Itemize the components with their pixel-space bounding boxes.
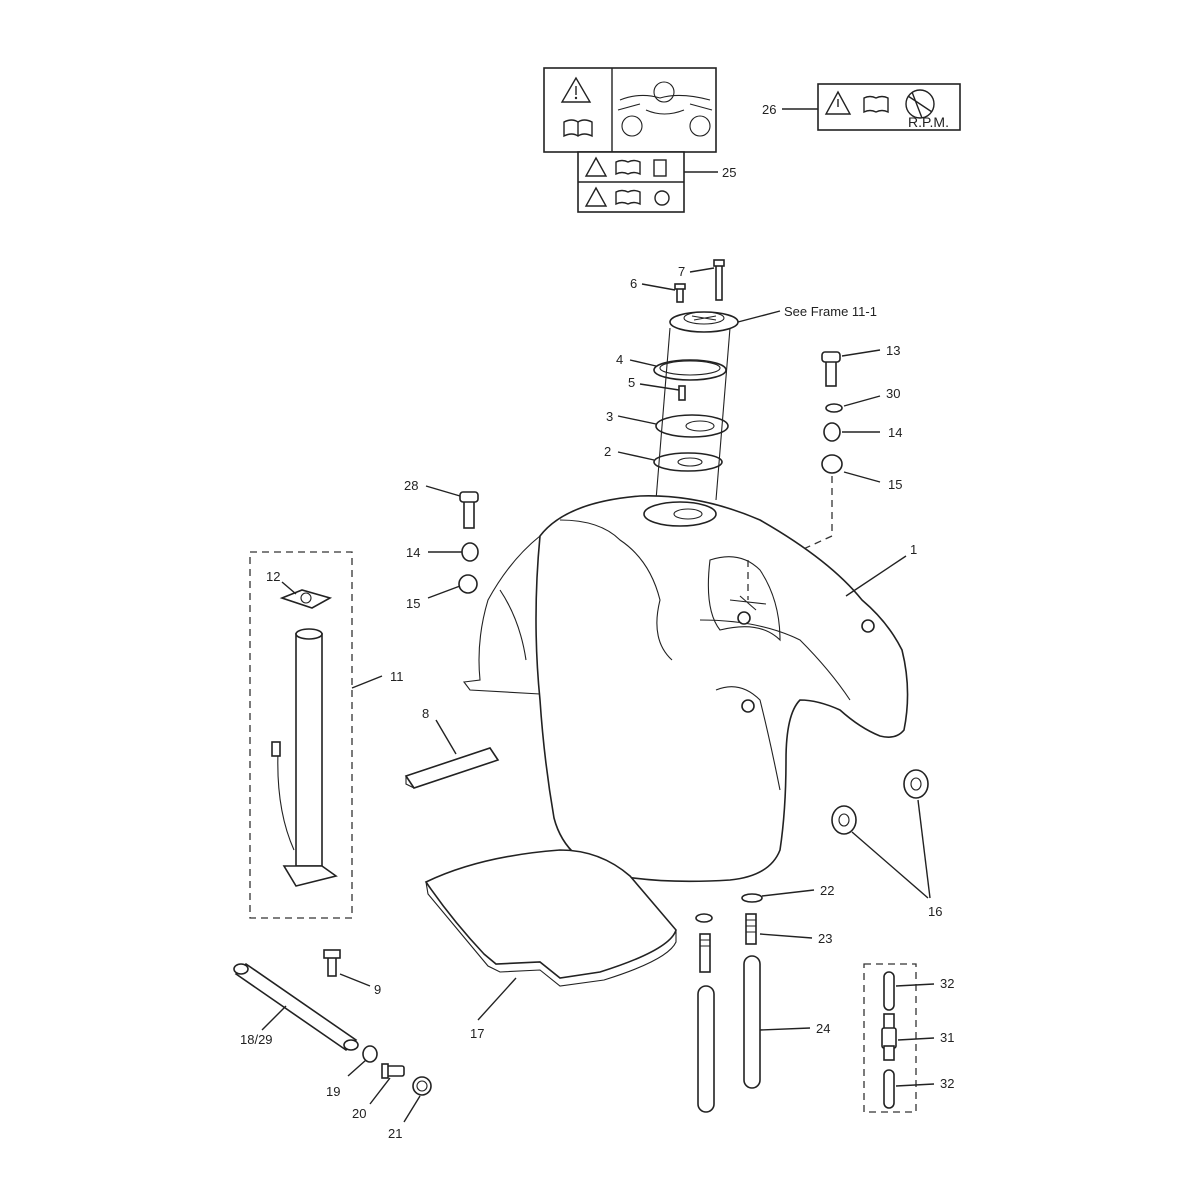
callout-25: 25 (722, 165, 736, 180)
callout-3: 3 (606, 409, 613, 424)
filler-cap-assembly (653, 259, 739, 501)
left-mount-hardware (458, 491, 479, 594)
callout-32-bottom: 32 (940, 1076, 954, 1091)
leader-9 (339, 973, 371, 987)
fittings-19-20-21 (362, 1045, 432, 1096)
leader-28 (425, 485, 461, 497)
dashed-guide-right (787, 476, 833, 557)
callout-31: 31 (940, 1030, 954, 1045)
leader-30 (843, 395, 881, 407)
warning-decal-25 (577, 151, 685, 213)
callout-13: 13 (886, 343, 900, 358)
right-mount-hardware (821, 351, 843, 474)
pad-8 (404, 747, 500, 789)
callout-1: 1 (910, 542, 917, 557)
callout-24: 24 (816, 1021, 830, 1036)
callout-15-left: 15 (406, 596, 420, 611)
callout-23: 23 (818, 931, 832, 946)
fuel-pump-tube (271, 589, 338, 887)
leader-24 (759, 1027, 811, 1031)
motorcycle-rider-icon (617, 81, 713, 137)
leader-32-bottom (895, 1083, 935, 1087)
callout-14-right: 14 (888, 425, 902, 440)
leader-7 (689, 267, 715, 273)
warning-decal-26: R.P.M. (817, 83, 961, 131)
callout-30: 30 (886, 386, 900, 401)
leader-see-frame (737, 310, 781, 323)
callout-16: 16 (928, 904, 942, 919)
callout-20: 20 (352, 1106, 366, 1121)
callout-17: 17 (470, 1026, 484, 1041)
leader-19 (347, 1059, 367, 1077)
leader-32-top (895, 983, 935, 987)
see-frame-note: See Frame 11-1 (784, 304, 877, 319)
leader-2 (617, 451, 655, 461)
warning-triangle-icon (560, 76, 592, 103)
leader-20 (369, 1077, 391, 1105)
leader-8 (435, 719, 457, 755)
callout-9: 9 (374, 982, 381, 997)
callout-21: 21 (388, 1126, 402, 1141)
callout-8: 8 (422, 706, 429, 721)
fuel-hose (233, 962, 359, 1052)
callout-22: 22 (820, 883, 834, 898)
callout-11: 11 (390, 669, 404, 684)
callout-14-left: 14 (406, 545, 420, 560)
leader-16a (851, 831, 929, 899)
leader-31 (897, 1037, 935, 1041)
pin-kit-box (863, 963, 917, 1113)
callout-15-right: 15 (888, 477, 902, 492)
leader-21 (403, 1095, 421, 1123)
leader-1 (845, 555, 907, 597)
leader-16b (917, 799, 931, 899)
rpm-label: R.P.M. (908, 114, 949, 130)
leader-22 (761, 889, 815, 897)
callout-7: 7 (678, 264, 685, 279)
leader-18-29 (261, 1005, 287, 1031)
callout-18-29: 18/29 (240, 1032, 273, 1047)
leader-13 (841, 349, 881, 357)
drain-tubes (695, 893, 763, 1113)
screw-9 (323, 949, 341, 977)
heat-shield-pad (424, 849, 677, 987)
callout-19: 19 (326, 1084, 340, 1099)
callout-26: 26 (762, 102, 776, 117)
callout-28: 28 (404, 478, 418, 493)
leader-6 (641, 283, 676, 291)
pin-kit (881, 971, 897, 1109)
fuel-tank (462, 495, 909, 883)
leader-11 (351, 675, 383, 689)
leader-3 (617, 415, 657, 425)
callout-12: 12 (266, 569, 280, 584)
leader-12 (281, 581, 297, 595)
callout-6: 6 (630, 276, 637, 291)
leader-15-left (427, 585, 461, 599)
callout-4: 4 (616, 352, 623, 367)
leader-4 (629, 359, 657, 367)
washers-16 (831, 769, 929, 835)
leader-17 (477, 977, 517, 1021)
leader-23 (759, 933, 813, 939)
callout-32-top: 32 (940, 976, 954, 991)
leader-15-right (843, 471, 881, 483)
manual-book-icon (563, 119, 593, 138)
callout-5: 5 (628, 375, 635, 390)
leader-5 (639, 383, 680, 391)
callout-2: 2 (604, 444, 611, 459)
pump-assembly-box (249, 551, 353, 919)
warning-decal-main (543, 67, 717, 153)
